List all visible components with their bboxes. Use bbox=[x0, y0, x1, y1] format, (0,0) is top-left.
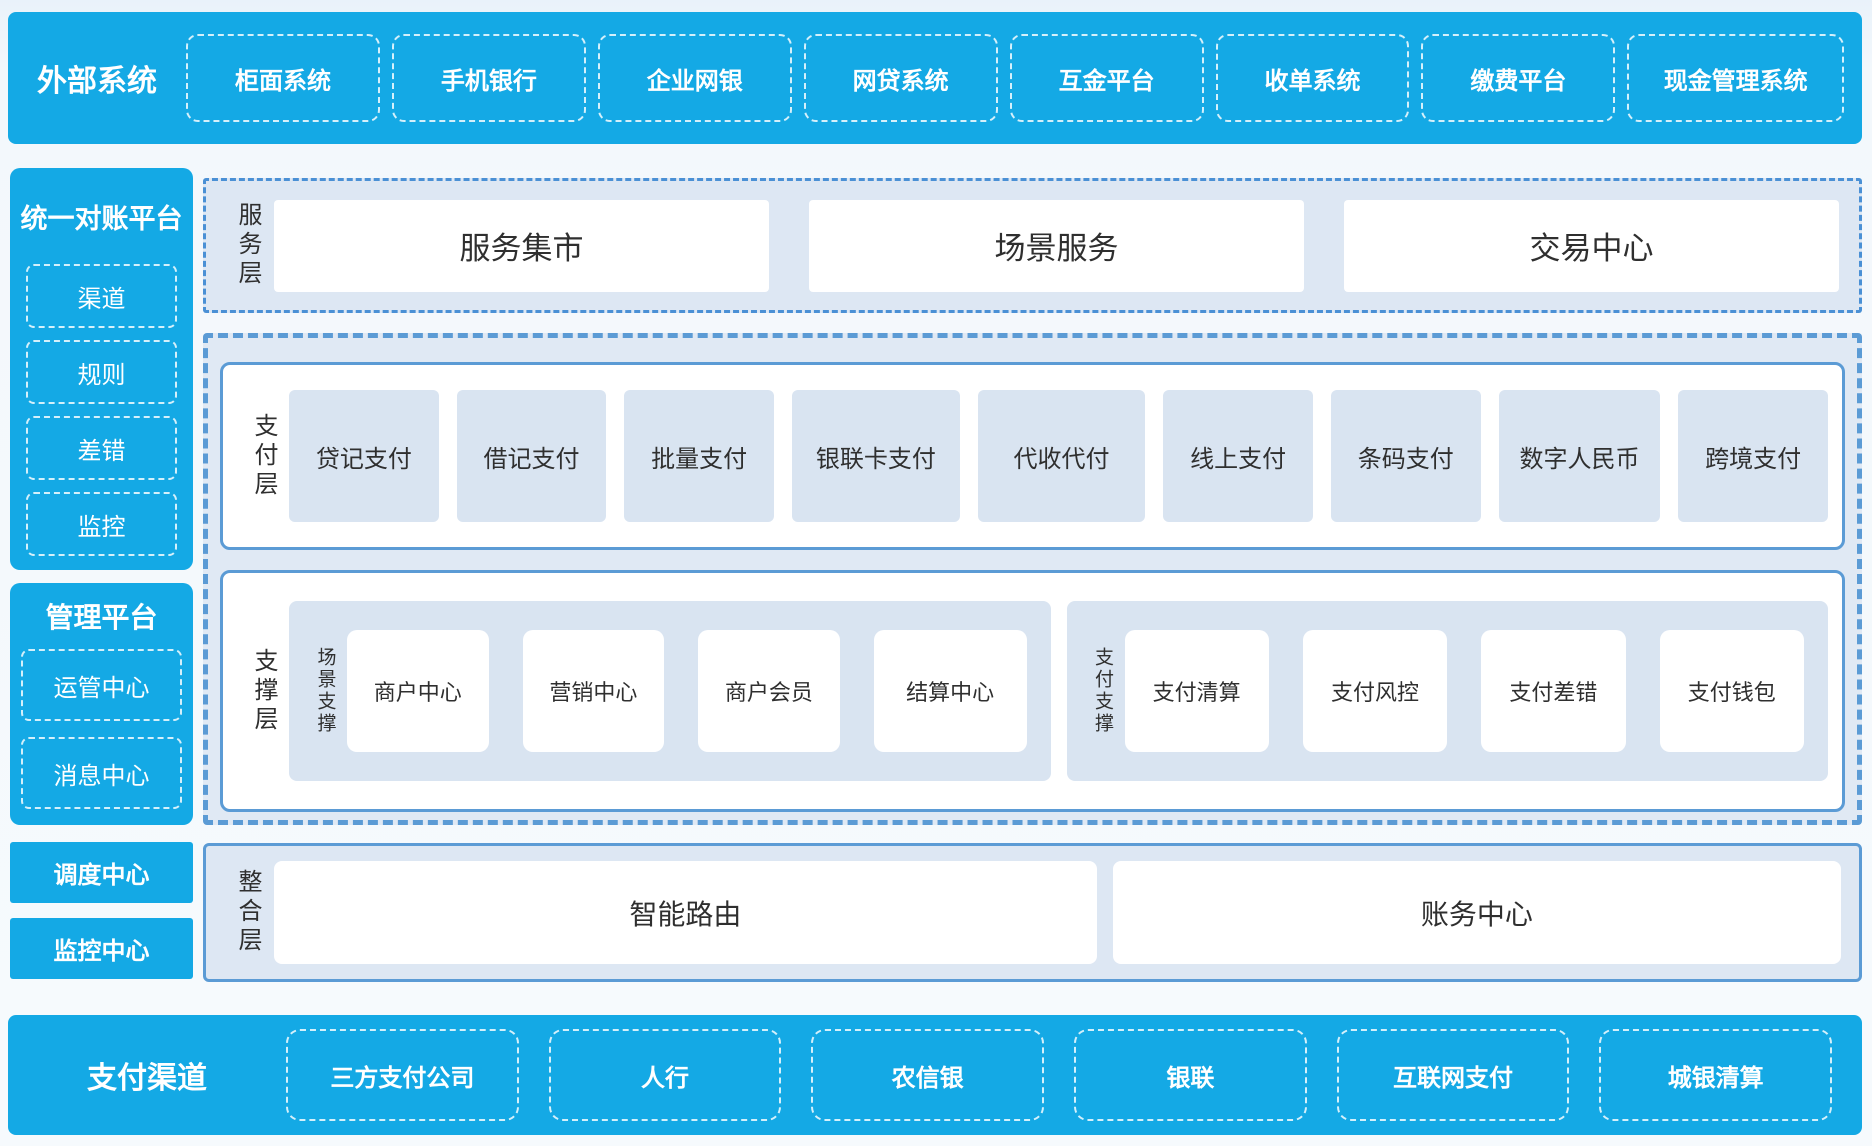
service-layer-label: 服务层 bbox=[234, 202, 261, 289]
payment-support-group: 支付支撑 支付清算 支付风控 支付差错 支付钱包 bbox=[1066, 601, 1828, 781]
service-layer-boxes: 服务集市 场景服务 交易中心 bbox=[274, 199, 1839, 292]
external-system-box: 收单系统 bbox=[1215, 34, 1410, 122]
support-box: 营销中心 bbox=[522, 630, 665, 752]
integration-layer-label: 整合层 bbox=[234, 869, 261, 956]
payment-box: 线上支付 bbox=[1163, 390, 1313, 522]
payment-box: 银联卡支付 bbox=[792, 390, 960, 522]
payment-channel-box: 互联网支付 bbox=[1336, 1029, 1570, 1121]
external-system-box: 缴费平台 bbox=[1421, 34, 1616, 122]
recon-platform-title: 统一对账平台 bbox=[20, 203, 183, 234]
recon-platform-card: 统一对账平台 渠道 规则 差错 监控 bbox=[10, 168, 193, 570]
core-layers-container: 支付层 贷记支付 借记支付 批量支付 银联卡支付 代收代付 线上支付 条码支付 … bbox=[203, 333, 1862, 825]
payment-channel-box: 人行 bbox=[548, 1029, 782, 1121]
external-system-box: 互金平台 bbox=[1009, 34, 1204, 122]
payment-layer-label-wrap: 支付层 bbox=[237, 365, 289, 547]
mgmt-item: 运管中心 bbox=[21, 649, 182, 721]
payment-channel-box: 银联 bbox=[1074, 1029, 1307, 1121]
recon-item: 规则 bbox=[26, 340, 177, 404]
external-systems-banner: 外部系统 柜面系统 手机银行 企业网银 网贷系统 互金平台 收单系统 缴费平台 … bbox=[8, 12, 1862, 144]
payment-box: 数字人民币 bbox=[1498, 390, 1661, 522]
support-box: 商户中心 bbox=[347, 630, 489, 752]
payment-support-boxes: 支付清算 支付风控 支付差错 支付钱包 bbox=[1124, 630, 1804, 752]
payment-layer-panel: 支付层 贷记支付 借记支付 批量支付 银联卡支付 代收代付 线上支付 条码支付 … bbox=[220, 362, 1845, 550]
support-layer-label-wrap: 支撑层 bbox=[237, 601, 289, 781]
integration-box: 智能路由 bbox=[274, 861, 1097, 964]
service-layer-label-wrap: 服务层 bbox=[220, 181, 274, 310]
support-box: 支付钱包 bbox=[1659, 630, 1804, 752]
scene-support-group: 场景支撑 商户中心 营销中心 商户会员 结算中心 bbox=[289, 601, 1051, 781]
payment-support-label: 支付支撑 bbox=[1092, 647, 1113, 735]
payment-box: 贷记支付 bbox=[289, 390, 439, 522]
scene-support-boxes: 商户中心 营销中心 商户会员 结算中心 bbox=[347, 630, 1027, 752]
payment-box: 条码支付 bbox=[1330, 390, 1481, 522]
external-system-box: 网贷系统 bbox=[803, 34, 998, 122]
payment-channel-box: 农信银 bbox=[811, 1029, 1045, 1121]
service-box: 交易中心 bbox=[1344, 199, 1839, 292]
payment-channels-list: 三方支付公司 人行 农信银 银联 互联网支付 城银清算 bbox=[286, 1029, 1862, 1121]
payment-box: 批量支付 bbox=[624, 390, 775, 522]
integration-layer-label-wrap: 整合层 bbox=[220, 846, 274, 979]
mgmt-platform-title: 管理平台 bbox=[45, 602, 158, 633]
service-layer-section: 服务层 服务集市 场景服务 交易中心 bbox=[203, 178, 1862, 313]
payment-support-label-wrap: 支付支撑 bbox=[1081, 647, 1125, 735]
external-systems-title: 外部系统 bbox=[37, 65, 157, 98]
external-systems-list: 柜面系统 手机银行 企业网银 网贷系统 互金平台 收单系统 缴费平台 现金管理系… bbox=[186, 34, 1862, 122]
support-layer-label: 支撑层 bbox=[250, 647, 277, 735]
recon-platform-items: 渠道 规则 差错 监控 bbox=[10, 264, 193, 570]
integration-layer-section: 整合层 智能路由 账务中心 bbox=[203, 843, 1862, 982]
payment-box: 跨境支付 bbox=[1678, 390, 1828, 522]
payment-channel-box: 城银清算 bbox=[1599, 1029, 1833, 1121]
monitor-center-box: 监控中心 bbox=[10, 918, 193, 979]
support-box: 支付差错 bbox=[1481, 630, 1626, 752]
payment-layer-boxes: 贷记支付 借记支付 批量支付 银联卡支付 代收代付 线上支付 条码支付 数字人民… bbox=[289, 365, 1828, 547]
payment-channels-banner: 支付渠道 三方支付公司 人行 农信银 银联 互联网支付 城银清算 bbox=[8, 1015, 1862, 1135]
support-layer-panel: 支撑层 场景支撑 商户中心 营销中心 商户会员 结算中心 支付支撑 支付 bbox=[220, 570, 1845, 812]
payment-channel-box: 三方支付公司 bbox=[286, 1029, 519, 1121]
external-system-box: 企业网银 bbox=[597, 34, 792, 122]
integration-box: 账务中心 bbox=[1112, 861, 1841, 964]
recon-item: 监控 bbox=[26, 492, 177, 556]
support-box: 商户会员 bbox=[698, 630, 840, 752]
support-layer-groups: 场景支撑 商户中心 营销中心 商户会员 结算中心 支付支撑 支付清算 支付风控 … bbox=[289, 601, 1828, 781]
external-system-box: 柜面系统 bbox=[186, 34, 380, 122]
support-box: 支付清算 bbox=[1124, 630, 1269, 752]
support-box: 结算中心 bbox=[873, 630, 1027, 752]
mgmt-platform-items: 运管中心 消息中心 bbox=[10, 649, 193, 825]
scene-support-label: 场景支撑 bbox=[314, 647, 336, 735]
external-system-box: 手机银行 bbox=[391, 34, 586, 122]
integration-layer-boxes: 智能路由 账务中心 bbox=[274, 861, 1841, 964]
payment-box: 借记支付 bbox=[456, 390, 607, 522]
payment-channels-title: 支付渠道 bbox=[87, 1062, 207, 1095]
service-box: 服务集市 bbox=[274, 199, 769, 292]
external-system-box: 现金管理系统 bbox=[1627, 34, 1845, 122]
support-box: 支付风控 bbox=[1302, 630, 1448, 752]
mgmt-item: 消息中心 bbox=[21, 737, 182, 809]
dispatch-center-box: 调度中心 bbox=[10, 842, 193, 903]
service-box: 场景服务 bbox=[809, 199, 1304, 292]
payment-layer-label: 支付层 bbox=[250, 412, 277, 500]
mgmt-platform-card: 管理平台 运管中心 消息中心 bbox=[10, 583, 193, 825]
recon-item: 差错 bbox=[26, 416, 177, 480]
scene-support-label-wrap: 场景支撑 bbox=[303, 647, 347, 735]
recon-item: 渠道 bbox=[26, 264, 177, 328]
payment-box: 代收代付 bbox=[977, 390, 1146, 522]
